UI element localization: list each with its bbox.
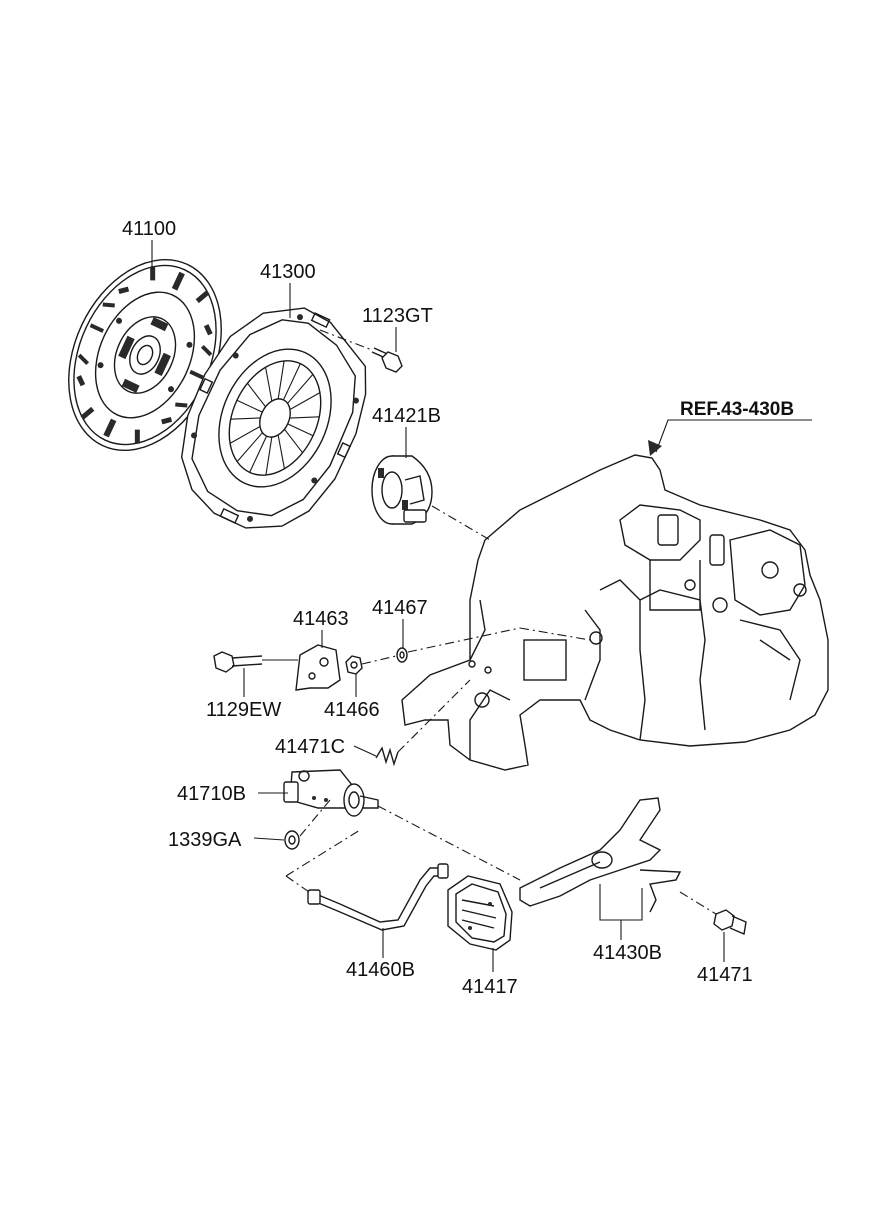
label-release-bearing: 41421B [372,405,441,427]
clutch-disc [68,258,222,452]
label-pressure-plate: 41300 [260,261,316,283]
bracket [295,644,341,691]
pressure-plate-bolt [319,329,403,373]
label-nut: 41466 [324,699,380,721]
leader-lines [151,240,812,972]
label-bracket-bolt: 1129EW [206,699,281,721]
cylinder-spring [375,679,471,767]
label-washer: 41467 [372,597,428,619]
fork-bolt [679,891,747,935]
release-fork [519,797,682,913]
release-cylinder [283,769,521,881]
label-boot: 41417 [462,976,518,998]
label-pressure-plate-bolt: 1123GT [362,305,433,327]
reference-arrow-icon [648,440,662,456]
label-clip: 1339GA [168,829,242,851]
label-hose: 41460B [346,959,415,981]
nut [345,655,363,675]
label-clutch-disc: 41100 [122,218,176,240]
label-cylinder-spring: 41471C [275,736,345,758]
pressure-plate [180,307,367,529]
release-bearing [371,455,491,541]
label-release-cylinder: 41710B [177,783,246,805]
clip [284,799,331,850]
label-bracket: 41463 [293,608,349,630]
label-reference: REF.43-430B [680,399,794,420]
label-fork-bolt: 41471 [697,964,753,986]
boot [447,875,513,951]
bracket-bolt [213,651,298,673]
label-release-fork: 41430B [593,942,662,964]
transaxle-housing [401,454,829,771]
washer [361,627,591,665]
hose [285,829,449,931]
